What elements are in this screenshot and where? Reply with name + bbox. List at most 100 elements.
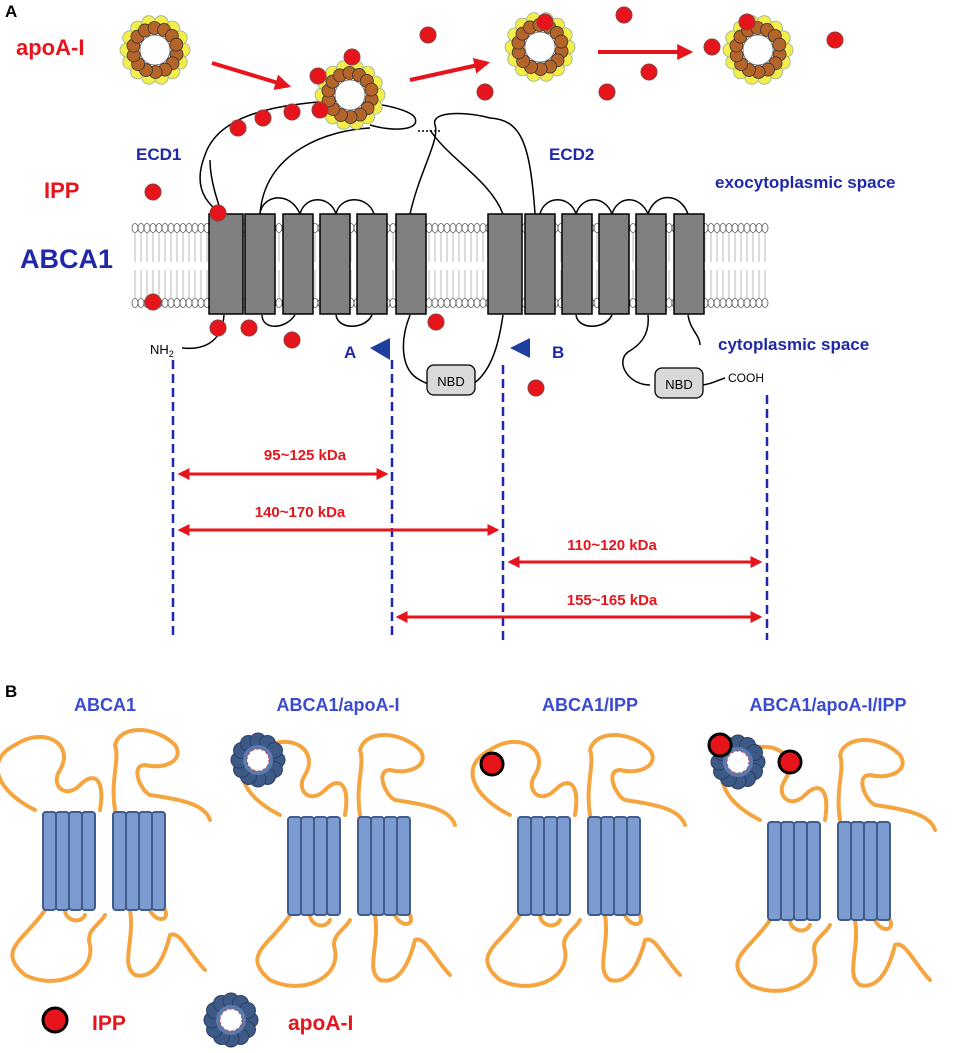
lipid-head (707, 223, 715, 233)
lipid-head (665, 298, 673, 308)
lipid-head (743, 298, 751, 308)
nbd2-label: NBD (665, 377, 692, 392)
ipp-molecule (527, 379, 545, 397)
lipid-head (185, 223, 193, 233)
lipid-head (179, 298, 187, 308)
tm-bundle-1-helix-1 (287, 816, 302, 916)
ipp-molecules (144, 6, 844, 397)
orange-loop-6 (623, 913, 643, 926)
orange-loop-4 (851, 918, 932, 988)
tm-bundle-2-helix-1 (112, 811, 127, 911)
lipid-head (197, 223, 205, 233)
lipid-head (755, 298, 763, 308)
lipid-head (443, 223, 451, 233)
lipid-head (455, 223, 463, 233)
lipid-head (629, 223, 637, 233)
tm-bundle-1-helix-4 (806, 821, 821, 921)
tm-bundle-2-helix-3 (138, 811, 153, 911)
lipid-head (443, 298, 451, 308)
state-model-abca1 (0, 728, 212, 983)
fragment-label-3: 110~120 kDa (567, 537, 657, 554)
tm-helix-5 (356, 213, 388, 315)
lipid-head (713, 223, 721, 233)
tm-bundle-2-helix-1 (837, 821, 852, 921)
lipid-head (731, 223, 739, 233)
ipp-molecule (640, 63, 658, 81)
lipid-head (149, 223, 157, 233)
lipid-head (731, 298, 739, 308)
apoa1-particle-binding (314, 60, 386, 130)
ipp-molecule (419, 26, 437, 44)
apoa1-bead (554, 34, 569, 49)
lipid-head (479, 223, 487, 233)
state-title-abca1-apoa1: ABCA1/apoA-I (276, 695, 399, 715)
lipid-head (425, 298, 433, 308)
tm-bundle-1-helix-3 (313, 816, 328, 916)
ecd2-label: ECD2 (549, 145, 594, 164)
orange-loop-1 (470, 739, 579, 817)
transmembrane-helices (208, 213, 705, 315)
tm-bundle-1-helix-3 (793, 821, 808, 921)
tm-bundle-1-helix-1 (42, 811, 57, 911)
state-model-abca1-apoa1 (240, 733, 457, 988)
ipp-molecule (738, 13, 756, 31)
tm-bundle-2-helix-1 (587, 816, 602, 916)
orange-loop-3 (10, 908, 107, 983)
tm-bundle-1-helix-3 (68, 811, 83, 911)
cooh-label: COOH (728, 371, 764, 385)
lipid-head (473, 223, 481, 233)
lipid-head (713, 298, 721, 308)
tm-helix-4 (319, 213, 351, 315)
tm-bundle-1-helix-1 (767, 821, 782, 921)
lipid-head (155, 223, 163, 233)
lipid-head (143, 223, 151, 233)
ipp-molecule (343, 48, 361, 66)
legend-ipp-icon (41, 1006, 69, 1034)
apoa1-label: apoA-I (16, 35, 84, 60)
particle-core (742, 34, 774, 66)
lipid-head (431, 223, 439, 233)
orange-loop-3 (735, 918, 832, 993)
lipid-head (665, 223, 673, 233)
ipp-molecule (311, 101, 329, 119)
panel-b-label: B (5, 682, 17, 701)
tm-bundle-2-helix-4 (876, 821, 891, 921)
lipid-head (473, 298, 481, 308)
tm-bundle-2-helix-2 (850, 821, 865, 921)
ipp-molecule (427, 313, 445, 331)
process-arrows (211, 44, 694, 90)
nbd2-box (654, 367, 704, 399)
lipid-head (467, 298, 475, 308)
lipid-head (449, 298, 457, 308)
ipp-molecule (536, 13, 554, 31)
particle-core (139, 34, 171, 66)
orange-loop-2 (836, 738, 937, 832)
panel-a-label: A (5, 2, 17, 21)
cleavage-site-a-marker (370, 338, 390, 360)
state-model-abca1-ipp (470, 733, 687, 988)
bound-apoa1-state2 (230, 732, 286, 788)
lipid-head (131, 223, 139, 233)
ecd1-label: ECD1 (136, 145, 181, 164)
lipid-head (197, 298, 205, 308)
particle-core (246, 748, 270, 772)
ipp-molecule (209, 319, 227, 337)
bound-ipp-state3 (479, 751, 505, 777)
ipp-molecule (254, 109, 272, 127)
legend-apoa1-icon (203, 992, 259, 1048)
tm-helix-11 (635, 213, 667, 315)
fragment-label-1: 95~125 kDa (264, 447, 347, 464)
ipp-molecule (826, 31, 844, 49)
bound-ipp-state4-a (707, 732, 733, 758)
tm-bundle-2-helix-2 (370, 816, 385, 916)
lipid-head (167, 223, 175, 233)
cleavage-site-a-label: A (344, 343, 356, 362)
lipid-head (455, 298, 463, 308)
orange-loop-5 (538, 913, 562, 928)
lipid-head (761, 298, 769, 308)
tm-helix-10 (598, 213, 630, 315)
legend-apoa1-particle (203, 992, 259, 1048)
ipp-molecule (283, 331, 301, 349)
state-title-abca1-ipp: ABCA1/IPP (542, 695, 638, 715)
